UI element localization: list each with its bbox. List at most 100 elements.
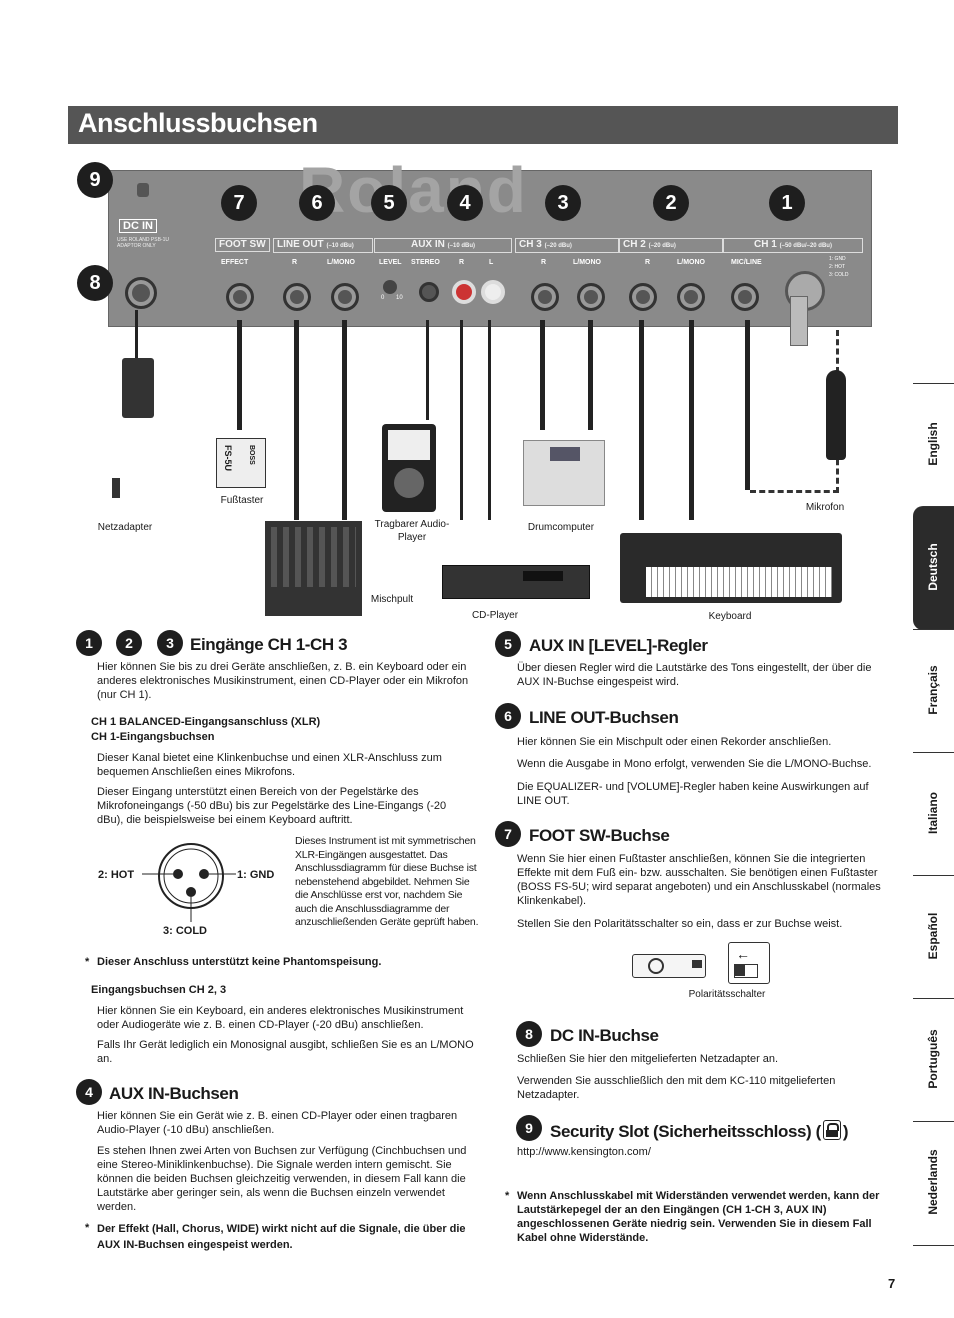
kensington-url[interactable]: http://www.kensington.com/ [517, 1146, 651, 1158]
cable-dc [135, 310, 138, 360]
jack-ch3-r [531, 283, 559, 311]
callout-6: 6 [299, 185, 335, 221]
xlr-description: Dieses Instrument ist mit symmetrischen … [295, 835, 479, 928]
num-9: 9 [516, 1115, 542, 1141]
level-knob-scale-min: 0 [381, 295, 385, 301]
tab-francais[interactable]: Français [913, 629, 954, 753]
s6-p2: Wenn die Ausgabe in Mono erfolgt, verwen… [517, 758, 872, 770]
callout-2: 2 [653, 185, 689, 221]
callout-3: 3 [545, 185, 581, 221]
dc-in-note: USE ROLAND PSB-1U ADAPTOR ONLY [117, 237, 169, 249]
num-1: 1 [76, 630, 102, 656]
num-8: 8 [516, 1021, 542, 1047]
tab-deutsch[interactable]: Deutsch [913, 506, 954, 630]
s4-p1: Hier können Sie ein Gerät wie z. B. eine… [97, 1110, 458, 1136]
heading-dc-in: DC IN-Buchse [550, 1026, 659, 1045]
s123-intro: Hier können Sie bis zu drei Geräte ansch… [97, 661, 469, 701]
jack-ch1-line [731, 283, 759, 311]
audio-player-image [382, 424, 436, 512]
microphone-image [826, 370, 846, 460]
foot-sw-label: FOOT SW [215, 238, 270, 252]
s6-p1: Hier können Sie ein Mischpult oder einen… [517, 736, 832, 748]
drum-computer-image [523, 440, 605, 506]
tab-english[interactable]: English [913, 383, 954, 507]
heading-aux-in-buchsen: AUX IN-Buchsen [109, 1084, 239, 1103]
tab-nederlands[interactable]: Nederlands [913, 1121, 954, 1246]
heading-aux-in-level: AUX IN [LEVEL]-Regler [529, 636, 708, 655]
callout-5: 5 [371, 185, 407, 221]
s123-note-star: * [85, 956, 90, 968]
tab-italiano[interactable]: Italiano [913, 752, 954, 876]
page-number: 7 [888, 1276, 896, 1291]
s7-p1: Wenn Sie hier einen Fußtaster anschließe… [517, 853, 881, 907]
callout-1: 1 [769, 185, 805, 221]
s4-note-star: * [85, 1222, 90, 1234]
panel-brand-logo: Roland [299, 154, 528, 226]
s6-p3: Die EQUALIZER- und [VOLUME]-Regler haben… [517, 781, 869, 807]
caption-keyboard: Keyboard [708, 611, 752, 622]
aux-in-label: AUX IN (–10 dBu) [374, 238, 512, 253]
cable-aux-rca-l [488, 320, 491, 520]
heading-foot-sw: FOOT SW-Buchse [529, 826, 670, 845]
cable-ch3-l [588, 320, 593, 430]
jack-ch2-r [629, 283, 657, 311]
xlr-cold-label: 3: COLD [163, 925, 207, 937]
caption-mischpult: Mischpult [370, 594, 414, 605]
s8-p2: Verwenden Sie ausschließlich den mit dem… [517, 1075, 836, 1101]
aux-level-knob [383, 280, 397, 294]
cable-aux-mini [426, 320, 429, 420]
s7-p2: Stellen Sie den Polaritätsschalter so ei… [517, 918, 843, 930]
keyboard-image [620, 533, 842, 603]
jack-aux-rca-l [481, 280, 505, 304]
cable-ch2-r [639, 320, 644, 520]
xlr-gnd-label: 1: GND [237, 869, 275, 881]
num-4: 4 [76, 1079, 102, 1105]
heading-security-slot: Security Slot (Sicherheitsschloss) () [550, 1120, 849, 1141]
callout-9: 9 [77, 162, 113, 198]
right-note: Wenn Anschlusskabel mit Widerständen ver… [517, 1190, 880, 1244]
jack-label-ch2-l: L/MONO [677, 259, 705, 266]
s123-p1: Dieser Kanal bietet eine Klinkenbuchse u… [97, 752, 442, 778]
page-title-bar: Anschlussbuchsen [68, 106, 898, 144]
language-tabs: English Deutsch Français Italiano Españo… [913, 383, 954, 1246]
jack-aux-stereo-mini [419, 282, 439, 302]
right-note-star: * [505, 1190, 510, 1202]
arrow-left-icon: ← [736, 946, 750, 962]
dc-in-jack [125, 277, 157, 309]
caption-fusstaster: Fußtaster [220, 495, 264, 506]
xlr-plug [790, 296, 808, 346]
tab-espanol[interactable]: Español [913, 875, 954, 999]
tab-portugues[interactable]: Português [913, 998, 954, 1122]
s123-sub2: Eingangsbuchsen CH 2, 3 [91, 984, 227, 996]
num-3: 3 [157, 630, 183, 656]
jack-label-ch2-r: R [645, 259, 651, 266]
jack-foot-sw [226, 283, 254, 311]
dc-in-label: DC IN [119, 219, 157, 233]
power-plug-image [112, 478, 120, 498]
level-knob-scale-max: 10 [396, 295, 403, 301]
callout-8: 8 [77, 265, 113, 301]
jack-label-aux-r: R [459, 259, 465, 266]
jack-label-ch3-l: L/MONO [573, 259, 601, 266]
s8-p1: Schließen Sie hier den mitgelieferten Ne… [517, 1053, 779, 1065]
ch1-label: CH 1 (–50 dBu/–20 dBu) [723, 238, 863, 253]
rear-panel-illustration: Roland DC IN USE ROLAND PSB-1U ADAPTOR O… [108, 154, 872, 327]
ch3-label: CH 3 (–20 dBu) [515, 238, 619, 253]
jack-label-aux-l: L [489, 259, 494, 266]
heading-eingaenge: Eingänge CH 1-CH 3 [190, 635, 348, 654]
jack-label-lineout-l: L/MONO [327, 259, 355, 266]
num-2: 2 [116, 630, 142, 656]
jack-label-mic-line: MIC/LINE [731, 259, 762, 266]
s123-sub1-line1: CH 1 BALANCED-Eingangsanschluss (XLR) [91, 716, 321, 728]
s123-note: Dieser Anschluss unterstützt keine Phant… [97, 956, 382, 968]
num-5: 5 [495, 631, 521, 657]
s123-p3: Hier können Sie ein Keyboard, ein andere… [97, 1005, 464, 1031]
jack-ch2-l [677, 283, 705, 311]
page-title: Anschlussbuchsen [78, 108, 318, 138]
jack-aux-rca-r [452, 280, 476, 304]
jack-lineout-l [331, 283, 359, 311]
cable-ch2-l [689, 320, 694, 520]
s5-p1: Über diesen Regler wird die Lautstärke d… [517, 662, 872, 688]
s123-sub1-line2: CH 1-Eingangsbuchsen [91, 731, 215, 743]
